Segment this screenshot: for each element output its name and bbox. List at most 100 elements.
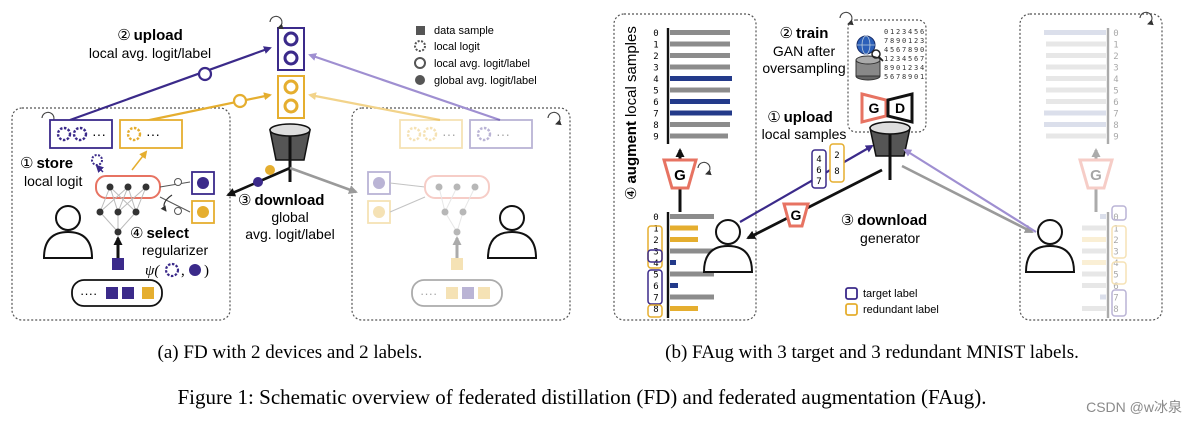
dashed-circle-icon <box>164 262 180 278</box>
upload-samples-arrow <box>739 145 874 223</box>
target-box-icon <box>647 269 663 305</box>
mnist-digit: 5 <box>884 73 888 81</box>
mnist-digit: 0 <box>896 64 900 72</box>
sample-bar <box>1082 260 1106 265</box>
generator-block <box>662 158 698 190</box>
download-generator-arrow <box>746 168 883 240</box>
dashed-circle-icon <box>72 126 88 142</box>
mnist-digit: 8 <box>884 64 888 72</box>
select-sublabel: regularizer <box>142 242 208 258</box>
mnist-digit: 3 <box>902 28 906 36</box>
sample-bar <box>670 64 730 70</box>
device-2-content: ··· ··· ···· <box>367 119 533 307</box>
sample-bar <box>670 41 730 47</box>
mnist-digit: 8 <box>890 37 894 45</box>
dashed-circle-icon <box>126 126 142 142</box>
digit-label: 7 <box>653 294 658 304</box>
digit-label: 1 <box>1113 225 1118 235</box>
logit-output-icon <box>91 154 103 166</box>
device-1-gold-logit-box <box>119 119 183 149</box>
gan-generator-block <box>860 92 888 124</box>
generator-loop-icon <box>697 161 712 176</box>
uploaded-digit: 6 <box>816 166 821 176</box>
digit-label: 4 <box>1113 259 1118 269</box>
digit-label: 5 <box>1113 87 1118 97</box>
digit-label: 2 <box>653 236 658 246</box>
mnist-digit: 0 <box>920 46 924 54</box>
train-sublabel-2: oversampling <box>762 60 845 76</box>
sample-bar <box>1046 87 1106 93</box>
data-sample-icon <box>478 287 490 299</box>
device-2-gold-logit-box <box>399 119 463 149</box>
digit-label: 1 <box>1113 41 1118 51</box>
connector-line <box>389 196 426 213</box>
digit-label: 2 <box>1113 236 1118 246</box>
uploaded-digit: 7 <box>816 177 821 187</box>
user-icon <box>1024 219 1076 273</box>
data-sample-icon <box>122 287 134 299</box>
legend-target-label: target label <box>863 288 917 300</box>
ellipsis-text: ···· <box>80 286 97 301</box>
legend-local-avg: local avg. logit/label <box>434 58 530 70</box>
ellipsis-text: ···· <box>420 286 437 301</box>
ellipsis-text: ··· <box>496 126 510 142</box>
mnist-digit: 8 <box>902 73 906 81</box>
ellipsis-text: ··· <box>92 126 106 142</box>
sample-bar <box>670 271 714 277</box>
dashed-circle-icon <box>476 126 492 142</box>
device-b1-frame <box>613 13 757 321</box>
device-2-loop-icon <box>547 111 562 126</box>
train-sublabel-1: GAN after <box>773 43 836 59</box>
sample-bar <box>670 237 698 242</box>
legend-local-logit: local logit <box>434 41 480 53</box>
redundant-box-icon <box>829 143 845 183</box>
sample-bar <box>1100 294 1106 300</box>
sample-bar <box>670 99 730 104</box>
dashed-circle-icon <box>406 126 422 142</box>
target-box-icon <box>1111 289 1127 317</box>
digit-label: 3 <box>653 248 658 258</box>
sample-bar <box>1082 271 1106 277</box>
sample-bar <box>670 306 698 311</box>
data-sample-icon <box>112 258 124 270</box>
download-generator-sublabel: generator <box>860 230 920 246</box>
dashed-circle-icon <box>56 126 72 142</box>
data-sample-icon <box>142 287 154 299</box>
sample-bar <box>670 294 714 300</box>
data-sample-icon <box>451 258 463 270</box>
mnist-digit: 0 <box>914 73 918 81</box>
download-gold-dot <box>265 165 275 175</box>
mnist-digit: 1 <box>908 37 912 45</box>
mnist-digit: 7 <box>884 37 888 45</box>
target-box-icon <box>845 287 858 300</box>
legend-data-sample: data sample <box>434 25 494 37</box>
mnist-digit: 8 <box>908 46 912 54</box>
redundant-box-icon <box>845 303 858 316</box>
digit-label: 3 <box>653 64 658 74</box>
mnist-digit: 4 <box>920 64 924 72</box>
digit-label: 6 <box>653 282 658 292</box>
user-icon <box>702 219 754 273</box>
uploaded-digit: 2 <box>834 151 839 161</box>
server-loop-icon <box>269 15 284 30</box>
figure-caption: Figure 1: Schematic overview of federate… <box>177 385 986 409</box>
sample-bar <box>1046 99 1106 104</box>
mnist-digit: 6 <box>890 73 894 81</box>
server-gold-circle-1 <box>283 79 299 95</box>
gan-generator-label: G <box>869 100 880 116</box>
digit-label: 7 <box>1113 110 1118 120</box>
server-gold-circle-2 <box>283 98 299 114</box>
filled-circle-icon <box>415 75 425 85</box>
digit-label: 0 <box>1113 29 1118 39</box>
mnist-digit: 7 <box>896 73 900 81</box>
uploaded-digit: 8 <box>834 167 839 177</box>
digit-label: 7 <box>653 110 658 120</box>
